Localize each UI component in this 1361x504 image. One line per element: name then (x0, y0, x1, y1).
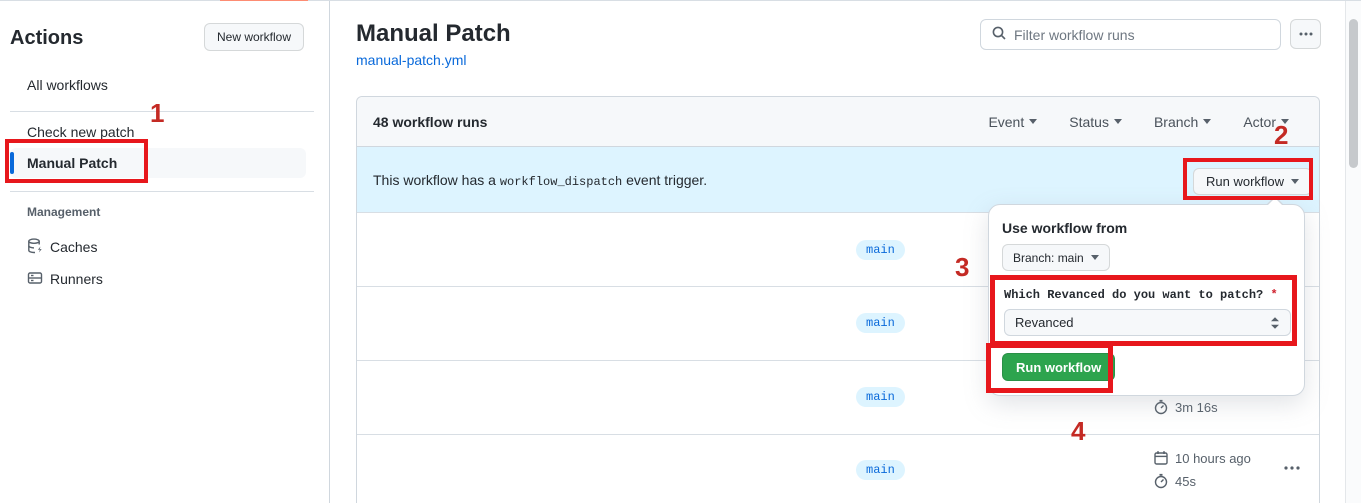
branch-badge[interactable]: main (856, 239, 905, 260)
popup-caret (1267, 198, 1283, 206)
sidebar-item-runners[interactable]: Runners (27, 269, 103, 289)
filter-runs-searchbox[interactable] (980, 19, 1281, 50)
sidebar-item-all-workflows[interactable]: All workflows (27, 77, 108, 93)
run-duration: 3m 16s (1153, 399, 1218, 415)
popup-heading: Use workflow from (1002, 220, 1128, 236)
cache-icon (27, 237, 43, 257)
search-icon (991, 25, 1007, 44)
kebab-horizontal-icon (1284, 466, 1300, 470)
chevron-down-icon (1029, 119, 1038, 124)
sidebar-divider (10, 111, 314, 112)
run-start-time: 10 hours ago (1153, 450, 1251, 466)
workflow-dispatch-code: workflow_dispatch (499, 175, 623, 189)
run-kebab-button[interactable] (1274, 457, 1310, 479)
chevron-down-icon (1281, 119, 1289, 124)
runs-card-header: 48 workflow runs Event Status Branch Act… (357, 97, 1319, 147)
stopwatch-icon (1154, 399, 1168, 415)
run-workflow-popup: Use workflow from Branch: main Which Rev… (988, 196, 1305, 396)
run-duration: 45s (1153, 473, 1196, 489)
filter-status[interactable]: Status (1069, 114, 1122, 130)
sidebar-item-caches[interactable]: Caches (27, 237, 97, 257)
sidebar-item-label: Manual Patch (27, 155, 118, 171)
new-workflow-button[interactable]: New workflow (204, 23, 305, 51)
required-marker: * (1270, 288, 1278, 302)
sidebar-divider (10, 191, 314, 192)
sidebar-item-label: Runners (50, 271, 103, 287)
run-workflow-dropdown-button[interactable]: Run workflow (1193, 168, 1313, 195)
selected-indicator-bar (10, 152, 14, 174)
runners-icon (27, 270, 43, 289)
revanced-select[interactable]: Revanced (1004, 309, 1291, 336)
page-title: Manual Patch (356, 20, 511, 47)
chevron-down-icon (1113, 119, 1122, 124)
chevron-down-icon (1203, 119, 1212, 124)
updown-chevrons-icon (1271, 316, 1279, 329)
sidebar-title: Actions (10, 27, 84, 49)
sidebar-item-check-new-patch[interactable]: Check new patch (27, 124, 135, 140)
branch-select-button[interactable]: Branch: main (1002, 244, 1110, 271)
workflow-file-link[interactable]: manual-patch.yml (356, 52, 467, 68)
workflow-run-row[interactable]: main 10 hours ago 45s (357, 434, 1319, 504)
top-border (0, 0, 1361, 1)
filter-actor[interactable]: Actor (1243, 114, 1289, 130)
page-scrollbar[interactable] (1345, 1, 1361, 503)
chevron-down-icon (1090, 255, 1099, 260)
stopwatch-icon (1154, 473, 1168, 489)
kebab-horizontal-icon (1299, 32, 1312, 36)
run-workflow-submit-button[interactable]: Run workflow (1002, 353, 1116, 381)
runs-count: 48 workflow runs (373, 113, 488, 130)
sidebar-item-manual-patch[interactable]: Manual Patch (10, 148, 306, 178)
chevron-down-icon (1291, 179, 1300, 184)
filter-runs-input[interactable] (1014, 26, 1270, 43)
runs-filters: Event Status Branch Actor (988, 114, 1289, 130)
page-kebab-button[interactable] (1290, 19, 1321, 49)
branch-badge[interactable]: main (856, 459, 905, 480)
workflow-dispatch-banner: This workflow has a workflow_dispatch ev… (357, 147, 1319, 213)
branch-badge[interactable]: main (856, 313, 905, 333)
sidebar-item-label: Caches (50, 239, 98, 255)
management-section-label: Management (27, 205, 101, 219)
workflow-input-label: Which Revanced do you want to patch? * (1004, 288, 1278, 302)
banner-text: This workflow has a workflow_dispatch ev… (373, 172, 708, 189)
filter-event[interactable]: Event (988, 114, 1038, 130)
filter-branch[interactable]: Branch (1154, 114, 1212, 130)
branch-badge[interactable]: main (856, 387, 905, 407)
calendar-icon (1154, 451, 1168, 465)
workflows-sidebar: Actions New workflow All workflows Check… (0, 1, 330, 503)
select-value: Revanced (1015, 315, 1074, 330)
scrollbar-thumb[interactable] (1349, 19, 1358, 168)
